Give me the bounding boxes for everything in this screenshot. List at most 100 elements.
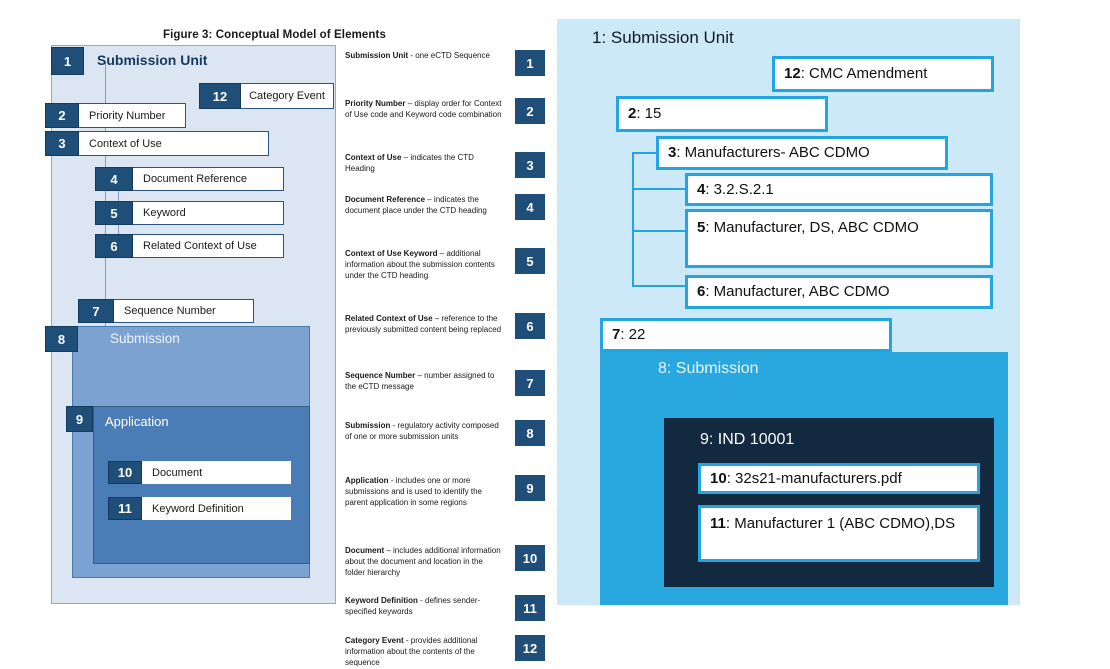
example-box-content: 12: CMC Amendment <box>784 64 927 84</box>
example-bracket-branch-5 <box>632 230 687 233</box>
example-box-value: : 15 <box>636 105 662 122</box>
legend-item-term: Context of Use <box>345 153 402 162</box>
node-label-category-event: Category Event <box>241 83 334 109</box>
node-number-1: 1 <box>51 47 84 75</box>
example-box-content: 11: Manufacturer 1 (ABC CDMO),DS <box>710 514 955 534</box>
example-box-value: : 3.2.S.2.1 <box>705 180 774 198</box>
node-related-context-of-use[interactable]: 6 Related Context of Use <box>95 234 284 258</box>
legend-item-9: Application - includes one or more submi… <box>345 475 545 509</box>
legend-item-term: Application <box>345 476 389 485</box>
legend-item-text: Submission - regulatory activity compose… <box>345 420 503 442</box>
node-label-keyword: Keyword <box>133 201 284 225</box>
node-keyword[interactable]: 5 Keyword <box>95 201 284 225</box>
node-label-submission: Submission <box>110 331 180 346</box>
legend-item-desc: – display order for Context of Use code … <box>345 99 502 120</box>
example-submission-caption: 8: Submission <box>658 360 759 377</box>
legend-chip-4: 4 <box>515 194 545 220</box>
legend-item-term: Submission Unit <box>345 51 409 60</box>
legend-chip-6: 6 <box>515 313 545 339</box>
node-number-8: 8 <box>45 326 78 352</box>
legend-chip-1: 1 <box>515 50 545 76</box>
example-box-7[interactable]: 7: 22 <box>600 318 892 352</box>
example-box-value: : Manufacturers- ABC CDMO <box>676 144 870 161</box>
example-bracket-vertical <box>632 152 635 287</box>
node-submission-unit[interactable]: 1 Submission Unit <box>51 47 334 75</box>
example-box-number: 7 <box>612 326 621 343</box>
node-label-sequence-number: Sequence Number <box>114 299 254 323</box>
node-sequence-number[interactable]: 7 Sequence Number <box>78 299 254 323</box>
application-box-body <box>93 406 310 564</box>
node-document[interactable]: 10 Document <box>108 461 291 484</box>
legend-item-3: Context of Use – indicates the CTD Headi… <box>345 152 545 178</box>
example-box-2[interactable]: 2: 15 <box>616 96 828 132</box>
node-label-document: Document <box>142 461 291 484</box>
example-box-content: 2: 15 <box>628 104 661 124</box>
example-box-content: 7: 22 <box>612 325 645 345</box>
node-number-9: 9 <box>66 406 93 432</box>
legend-item-term: Document <box>345 546 385 555</box>
node-priority-number[interactable]: 2 Priority Number <box>45 103 186 128</box>
legend-item-desc: - defines sender-specified keywords <box>345 596 481 617</box>
example-box-12[interactable]: 12: CMC Amendment <box>772 56 994 92</box>
legend-chip-9: 9 <box>515 475 545 501</box>
node-category-event[interactable]: 12 Category Event <box>199 83 334 109</box>
legend-item-10: Document – includes additional informati… <box>345 545 545 579</box>
legend-item-6: Related Context of Use – reference to th… <box>345 313 545 339</box>
figure-title: Figure 3: Conceptual Model of Elements <box>163 29 386 41</box>
example-box-5[interactable]: 5: Manufacturer, DS, ABC CDMO <box>685 209 993 268</box>
legend-item-term: Priority Number <box>345 99 406 108</box>
example-application-caption: 9: IND 10001 <box>700 431 795 448</box>
node-submission[interactable]: 8 <box>45 326 310 578</box>
node-context-of-use[interactable]: 3 Context of Use <box>45 131 269 156</box>
legend-item-text: Document Reference – indicates the docum… <box>345 194 503 216</box>
example-box-10[interactable]: 10: 32s21-manufacturers.pdf <box>698 463 980 494</box>
node-number-3: 3 <box>45 131 79 156</box>
legend-item-desc: - regulatory activity composed of one or… <box>345 421 499 442</box>
node-number-4: 4 <box>95 167 133 191</box>
example-bracket-branch-6 <box>632 285 687 288</box>
example-box-number: 11 <box>710 515 726 532</box>
legend-item-term: Context of Use Keyword <box>345 249 438 258</box>
example-box-value: : Manufacturer, DS, ABC CDMO <box>705 219 919 236</box>
legend-item-2: Priority Number – display order for Cont… <box>345 98 545 124</box>
example-box-6[interactable]: 6: Manufacturer, ABC CDMO <box>685 275 993 309</box>
legend-chip-3: 3 <box>515 152 545 178</box>
example-box-content: 3: Manufacturers- ABC CDMO <box>668 143 870 163</box>
example-box-number: 12 <box>784 65 801 82</box>
legend-item-desc: - one eCTD Sequence <box>408 51 490 60</box>
legend-item-text: Keyword Definition - defines sender-spec… <box>345 595 503 617</box>
example-box-11[interactable]: 11: Manufacturer 1 (ABC CDMO),DS <box>698 505 980 562</box>
example-box-number: 6 <box>697 283 706 300</box>
node-label-priority-number: Priority Number <box>79 103 186 128</box>
node-document-reference[interactable]: 4 Document Reference <box>95 167 284 191</box>
legend-item-desc: – indicates the CTD Heading <box>345 153 474 174</box>
legend-item-12: Category Event - provides additional inf… <box>345 635 545 669</box>
legend-item-desc: – number assigned to the eCTD message <box>345 371 495 392</box>
node-number-11: 11 <box>108 497 142 520</box>
legend-chip-7: 7 <box>515 370 545 396</box>
node-application[interactable]: 9 <box>66 406 310 564</box>
example-bracket-branch-3 <box>632 152 658 155</box>
legend-item-4: Document Reference – indicates the docum… <box>345 194 545 220</box>
example-box-value: : Manufacturer 1 (ABC CDMO),DS <box>725 515 956 532</box>
example-box-content: 5: Manufacturer, DS, ABC CDMO <box>697 218 919 238</box>
legend-item-text: Related Context of Use – reference to th… <box>345 313 503 335</box>
example-box-4[interactable]: 4: 3.2.S.2.1 <box>685 173 993 206</box>
legend-item-1: Submission Unit - one eCTD Sequence 1 <box>345 50 545 76</box>
legend-chip-10: 10 <box>515 545 545 571</box>
node-keyword-definition[interactable]: 11 Keyword Definition <box>108 497 291 520</box>
example-box-content: 10: 32s21-manufacturers.pdf <box>710 469 902 489</box>
legend-item-term: Document Reference <box>345 195 426 204</box>
example-box-3[interactable]: 3: Manufacturers- ABC CDMO <box>656 136 948 170</box>
legend-item-term: Keyword Definition <box>345 596 418 605</box>
legend-item-desc: – indicates the document place under the… <box>345 195 487 216</box>
node-number-6: 6 <box>95 234 133 258</box>
legend-item-text: Sequence Number – number assigned to the… <box>345 370 503 392</box>
node-label-application: Application <box>105 414 169 429</box>
node-number-10: 10 <box>108 461 142 484</box>
example-box-content: 4: 3.2.S.2.1 <box>697 180 774 200</box>
legend-item-11: Keyword Definition - defines sender-spec… <box>345 595 545 621</box>
node-number-5: 5 <box>95 201 133 225</box>
legend-chip-8: 8 <box>515 420 545 446</box>
legend-chip-12: 12 <box>515 635 545 661</box>
